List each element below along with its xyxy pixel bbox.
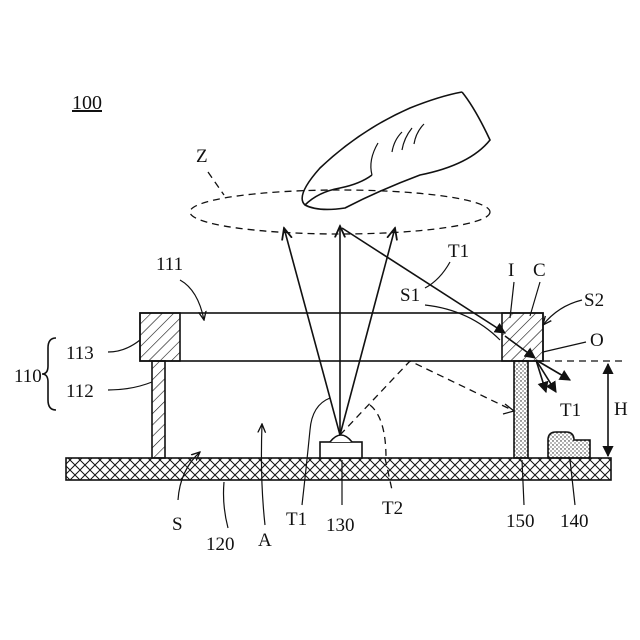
label-t2: T2: [382, 498, 403, 519]
sealant-wall: [514, 361, 528, 458]
label-t1-out: T1: [560, 400, 581, 421]
cover-plate: [140, 313, 543, 361]
leader-s2: [543, 300, 582, 325]
label-a: A: [258, 530, 272, 551]
label-150: 150: [506, 511, 535, 532]
label-s: S: [172, 514, 183, 535]
label-140: 140: [560, 511, 589, 532]
leader-113: [108, 340, 140, 352]
label-120: 120: [206, 534, 235, 555]
leader-o: [543, 342, 586, 352]
leader-120: [224, 482, 229, 528]
label-110: 110: [14, 366, 42, 387]
sensor: [548, 432, 590, 458]
emitter: [320, 435, 362, 458]
label-o: O: [590, 330, 604, 351]
label-s2: S2: [584, 290, 604, 311]
label-t1-left: T1: [286, 509, 307, 530]
housing-bracket: [42, 338, 56, 410]
left-frame: [140, 313, 180, 361]
substrate: [66, 458, 611, 480]
label-h: H: [614, 399, 628, 420]
label-130: 130: [326, 515, 355, 536]
label-112: 112: [66, 381, 94, 402]
label-i: I: [508, 260, 514, 281]
label-111: 111: [156, 254, 183, 275]
right-frame: [502, 313, 543, 361]
label-c: C: [533, 260, 546, 281]
leader-112: [108, 382, 152, 390]
label-t1-top: T1: [448, 241, 469, 262]
figure-title: 100: [72, 92, 102, 114]
zone-leader: [208, 172, 224, 195]
label-113: 113: [66, 343, 94, 364]
label-s1: S1: [400, 285, 420, 306]
left-wall: [152, 361, 165, 458]
leader-c: [530, 282, 540, 316]
label-z: Z: [196, 146, 208, 167]
